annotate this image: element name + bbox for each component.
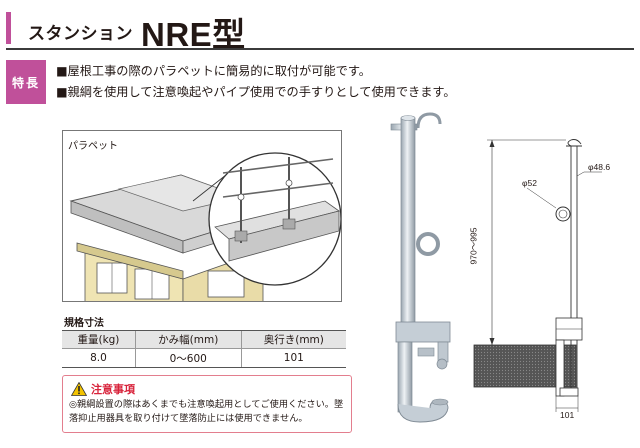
page-title: NRE型 [141, 16, 246, 53]
title-bar: スタンション NRE型 [6, 10, 634, 53]
page-subtitle: スタンション [28, 24, 133, 44]
warning-icon [71, 382, 87, 396]
header-weight: 重量(kg) [62, 330, 136, 349]
title-divider [6, 48, 634, 50]
cell-weight: 8.0 [62, 348, 136, 368]
table-header-row: 重量(kg) かみ幅(mm) 奥行き(mm) [62, 330, 346, 349]
building-drawing [69, 152, 341, 301]
header-clamp-width: かみ幅(mm) [134, 330, 242, 349]
cell-depth: 101 [240, 348, 346, 368]
title-accent-bar [6, 12, 11, 44]
caution-box: 注意事項 ◎親綱設置の際はあくまでも注意喚起用としてご使用ください。墜落抑止用器… [62, 375, 352, 433]
spec-table: 重量(kg) かみ幅(mm) 奥行き(mm) 8.0 0〜600 101 [62, 330, 346, 368]
ring-diameter-label: φ52 [522, 178, 537, 188]
feature-item: ■屋根工事の際のパラペットに簡易的に取付が可能です。 [56, 64, 371, 78]
features-tag: 特長 [6, 60, 46, 104]
height-dimension-label: 970〜995 [468, 227, 479, 265]
parapet-label: パラペット [68, 141, 118, 152]
parapet-illustration [62, 130, 342, 302]
feature-item: ■親綱を使用して注意喚起やパイプ使用での手すりとして使用できます。 [56, 85, 456, 99]
cell-clamp-width: 0〜600 [134, 348, 242, 368]
depth-dimension-label: 101 [560, 410, 575, 420]
caution-heading: 注意事項 [91, 383, 135, 396]
table-row: 8.0 0〜600 101 [62, 348, 346, 368]
pipe-diameter-label: φ48.6 [588, 162, 611, 172]
caution-text: ◎親綱設置の際はあくまでも注意喚起用としてご使用ください。墜落抑止用器具を取り付… [69, 399, 344, 424]
header-depth: 奥行き(mm) [240, 330, 346, 349]
features-list: ■屋根工事の際のパラペットに簡易的に取付が可能です。 ■親綱を使用して注意喚起や… [56, 61, 456, 103]
spec-title: 規格寸法 [64, 318, 104, 329]
